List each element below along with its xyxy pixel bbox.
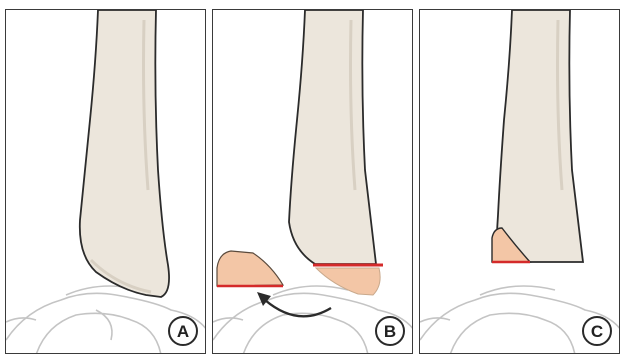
- panel-a-badge: A: [168, 316, 198, 346]
- panel-b-badge: B: [375, 316, 405, 346]
- panel-c: C: [419, 9, 620, 354]
- panel-a-illustration: [6, 10, 206, 354]
- panel-b-illustration: [213, 10, 413, 354]
- resected-distal-fragment: [316, 268, 380, 295]
- femur-shaft: [80, 10, 169, 297]
- panel-b: B: [212, 9, 413, 354]
- removed-wedge: [217, 251, 283, 286]
- panel-a: A: [5, 9, 206, 354]
- femur-shaft: [289, 10, 376, 264]
- panel-c-illustration: [420, 10, 620, 354]
- femur-shaft: [497, 10, 583, 262]
- panel-c-badge: C: [582, 316, 612, 346]
